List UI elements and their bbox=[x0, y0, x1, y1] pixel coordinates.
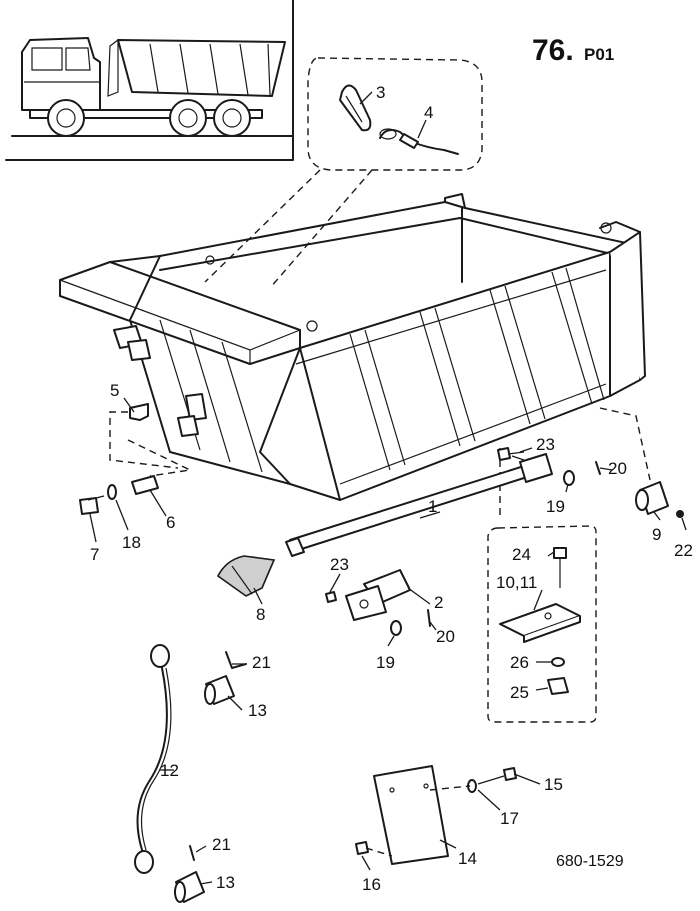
truck-inset bbox=[5, 0, 294, 161]
label-16: 16 bbox=[362, 875, 381, 894]
label-leaders bbox=[89, 91, 687, 885]
label-24: 24 bbox=[512, 545, 531, 564]
clevis-icon bbox=[325, 569, 411, 621]
label-3: 3 bbox=[376, 83, 385, 102]
svg-text:P01: P01 bbox=[584, 45, 614, 64]
label-19-top: 19 bbox=[546, 497, 565, 516]
rod-icon bbox=[285, 453, 553, 557]
dump-body bbox=[59, 193, 646, 501]
label-21-top: 21 bbox=[252, 653, 271, 672]
split-pin-icon bbox=[427, 461, 601, 627]
truck-icon bbox=[11, 37, 293, 137]
label-14: 14 bbox=[458, 849, 477, 868]
nut-icon bbox=[547, 677, 569, 695]
cover-icon bbox=[216, 555, 276, 597]
label-17: 17 bbox=[500, 809, 519, 828]
washer-icon-detail bbox=[551, 657, 565, 667]
bracket-icon bbox=[129, 403, 149, 421]
label-18: 18 bbox=[122, 533, 141, 552]
label-15: 15 bbox=[544, 775, 563, 794]
pin-icon-21 bbox=[189, 651, 247, 861]
page-number: 76. P01 bbox=[532, 34, 614, 67]
cylinder-icon bbox=[635, 481, 684, 518]
detail-bubble-3-4 bbox=[204, 57, 483, 289]
screw-icon bbox=[355, 767, 517, 857]
label-6: 6 bbox=[166, 513, 175, 532]
label-9: 9 bbox=[652, 525, 661, 544]
washer-icon bbox=[390, 470, 575, 636]
label-13-bottom: 13 bbox=[216, 873, 235, 892]
label-20-top: 20 bbox=[608, 459, 627, 478]
bolt-icon-detail bbox=[553, 547, 567, 588]
label-26: 26 bbox=[510, 653, 529, 672]
label-8: 8 bbox=[256, 605, 265, 624]
license-plate-icon bbox=[373, 765, 449, 865]
sleeve-icon bbox=[174, 675, 235, 903]
cable-icon bbox=[379, 128, 459, 155]
pin-icon bbox=[79, 475, 159, 515]
svg-text:76.: 76. bbox=[532, 34, 574, 67]
label-23-top: 23 bbox=[536, 435, 555, 454]
label-12: 12 bbox=[160, 761, 179, 780]
plate-icon bbox=[499, 603, 581, 643]
label-10-11: 10,11 bbox=[496, 573, 537, 592]
label-7: 7 bbox=[90, 545, 99, 564]
label-22: 22 bbox=[674, 541, 693, 560]
label-4: 4 bbox=[424, 103, 433, 122]
label-19-bottom: 19 bbox=[376, 653, 395, 672]
drawing-number: 680-1529 bbox=[556, 853, 624, 870]
label-13-top: 13 bbox=[248, 701, 267, 720]
label-1: 1 bbox=[428, 497, 437, 516]
part-labels: 3 4 5 6 7 18 1 23 19 20 9 22 23 2 20 19 … bbox=[90, 83, 693, 894]
label-20-bottom: 20 bbox=[436, 627, 455, 646]
label-23-bottom: 23 bbox=[330, 555, 349, 574]
label-2: 2 bbox=[434, 593, 443, 612]
label-5: 5 bbox=[110, 381, 119, 400]
snap-hook-icon bbox=[339, 84, 372, 132]
label-21-bottom: 21 bbox=[212, 835, 231, 854]
cable-assembly-icon bbox=[134, 644, 172, 874]
label-25: 25 bbox=[510, 683, 529, 702]
detail-box bbox=[487, 525, 597, 723]
bolt-icon bbox=[497, 447, 525, 461]
